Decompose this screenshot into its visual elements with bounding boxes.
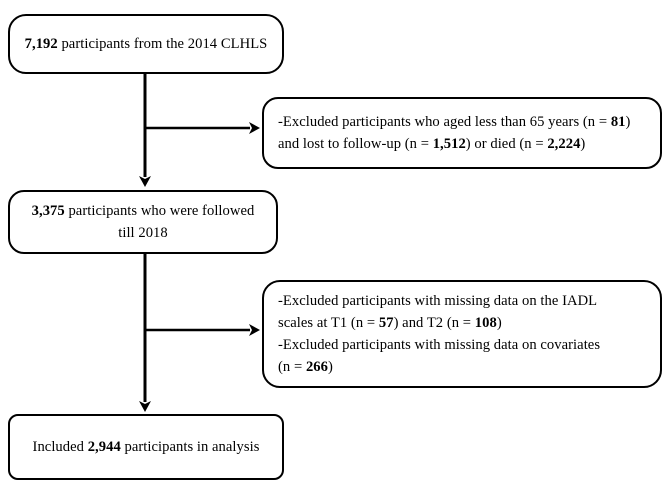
- text-line-4: (n = 266): [278, 356, 646, 378]
- text-line-1: -Excluded participants who aged less tha…: [278, 111, 646, 133]
- text-run: ): [496, 315, 502, 331]
- followed-participants-box: 3,375 participants who were followed till…: [8, 190, 278, 254]
- text-run: ) and T2 (n =: [393, 315, 475, 331]
- emphasized-value: 266: [305, 359, 328, 375]
- text-run: -Excluded participants with missing data…: [278, 293, 598, 309]
- emphasized-value: 2,944: [87, 439, 121, 455]
- text-line-1: Included 2,944 participants in analysis: [22, 436, 270, 458]
- text-run: -Excluded participants with missing data…: [278, 337, 601, 353]
- text-line-1: -Excluded participants with missing data…: [278, 290, 646, 312]
- text-run: ): [625, 114, 631, 130]
- included-participants-box: Included 2,944 participants in analysis: [8, 414, 284, 480]
- text-line-3: -Excluded participants with missing data…: [278, 334, 646, 356]
- emphasized-value: 57: [378, 315, 394, 331]
- emphasized-value: 108: [474, 315, 497, 331]
- emphasized-value: 3,375: [31, 203, 65, 219]
- text-run: ): [580, 136, 586, 152]
- enrolled-participants-box: 7,192 participants from the 2014 CLHLS: [8, 14, 284, 74]
- text-line-2: till 2018: [20, 222, 266, 244]
- emphasized-value: 81: [610, 114, 626, 130]
- text-run: Included: [32, 439, 88, 455]
- second-exclusion-box: -Excluded participants with missing data…: [262, 280, 662, 388]
- text-line-2: scales at T1 (n = 57) and T2 (n = 108): [278, 312, 646, 334]
- text-line-1: 3,375 participants who were followed: [20, 200, 266, 222]
- text-run: scales at T1 (n =: [278, 315, 379, 331]
- text-run: participants who were followed: [64, 203, 255, 219]
- text-line-1: 7,192 participants from the 2014 CLHLS: [22, 33, 270, 55]
- emphasized-value: 2,224: [547, 136, 581, 152]
- text-run: (n =: [278, 359, 306, 375]
- text-run: ): [327, 359, 333, 375]
- text-run: till 2018: [118, 225, 168, 241]
- text-run: -Excluded participants who aged less tha…: [278, 114, 611, 130]
- text-run: participants from the 2014 CLHLS: [57, 36, 268, 52]
- emphasized-value: 1,512: [432, 136, 466, 152]
- text-run: ) or died (n =: [465, 136, 548, 152]
- first-exclusion-box: -Excluded participants who aged less tha…: [262, 97, 662, 169]
- text-run: and lost to follow-up (n =: [278, 136, 433, 152]
- text-run: participants in analysis: [120, 439, 260, 455]
- text-line-2: and lost to follow-up (n = 1,512) or die…: [278, 133, 646, 155]
- emphasized-value: 7,192: [24, 36, 58, 52]
